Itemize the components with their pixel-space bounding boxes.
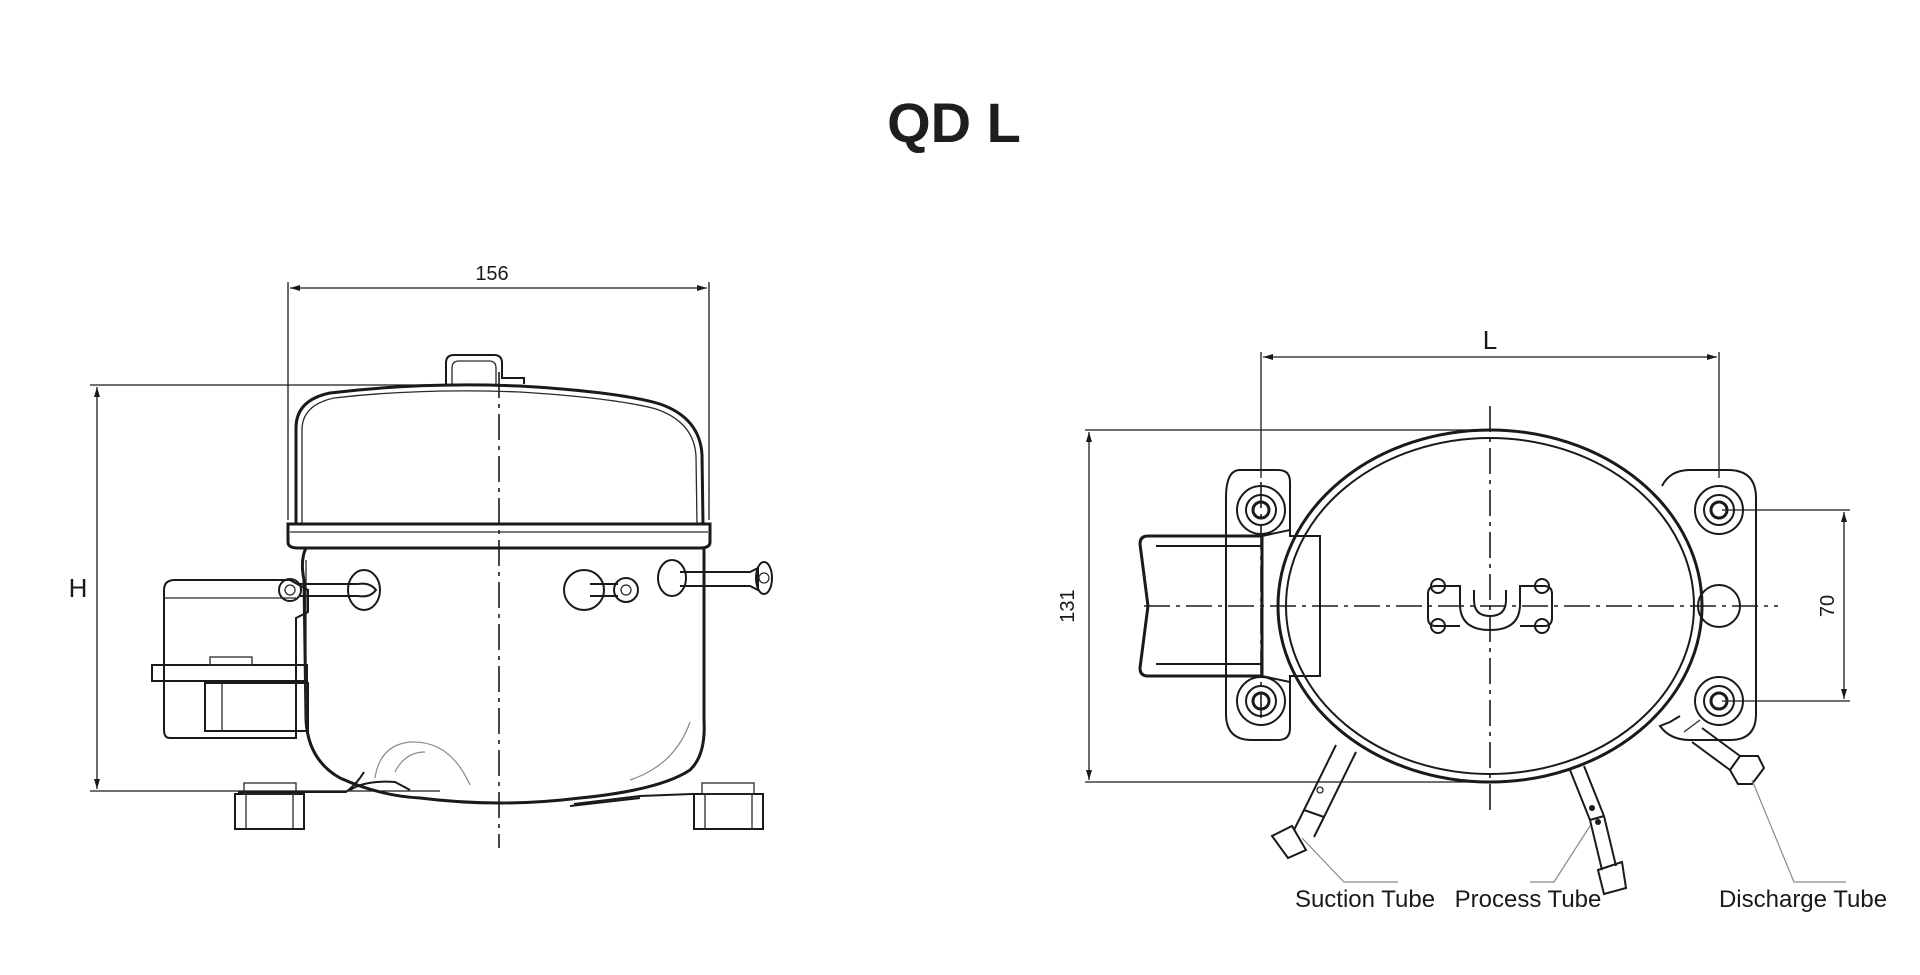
mount-dimension-label: 70 [1817, 595, 1839, 617]
height-dimension-label: H [69, 573, 88, 603]
base-plate [234, 771, 764, 830]
mount-grommet-bottom-right [1694, 676, 1744, 726]
top-view: L 131 70 [1057, 325, 1887, 913]
process-tube-label: Process Tube [1455, 886, 1602, 913]
mount-grommet-top-right [1694, 485, 1744, 535]
flange-band [286, 522, 712, 550]
lifting-lug [445, 354, 525, 384]
suction-tube [1270, 744, 1357, 860]
top-electrical-box [1138, 529, 1291, 683]
discharge-tube-label: Discharge Tube [1719, 886, 1887, 913]
length-dimension-label: L [1483, 325, 1497, 355]
mount-dimension: 70 [1722, 509, 1850, 702]
front-tube-middle [563, 569, 639, 611]
upper-shell [294, 383, 705, 525]
center-hole [1697, 584, 1741, 628]
width-dimension: 156 [287, 263, 710, 520]
discharge-tube [1683, 719, 1766, 785]
electrical-box [151, 579, 309, 739]
front-tube-left [278, 569, 381, 611]
depth-dimension: 131 [1057, 429, 1494, 783]
lower-shell [300, 547, 706, 805]
page-title: QD L [887, 91, 1021, 154]
process-tube [1569, 765, 1628, 896]
process-leader [1530, 825, 1591, 883]
width-dimension-label: 156 [475, 263, 508, 285]
discharge-leader [1751, 779, 1846, 883]
suction-tube-label: Suction Tube [1295, 886, 1435, 913]
length-dimension: L [1260, 325, 1720, 478]
mount-grommet-top-left [1236, 485, 1286, 535]
depth-dimension-label: 131 [1057, 589, 1079, 622]
suction-leader [1301, 837, 1398, 883]
front-tube-right [657, 559, 773, 597]
mount-grommet-bottom-left [1236, 676, 1286, 726]
front-view: 156 H [69, 263, 773, 848]
top-lifting-lug [1427, 578, 1553, 634]
top-base-plate [1225, 469, 1321, 741]
